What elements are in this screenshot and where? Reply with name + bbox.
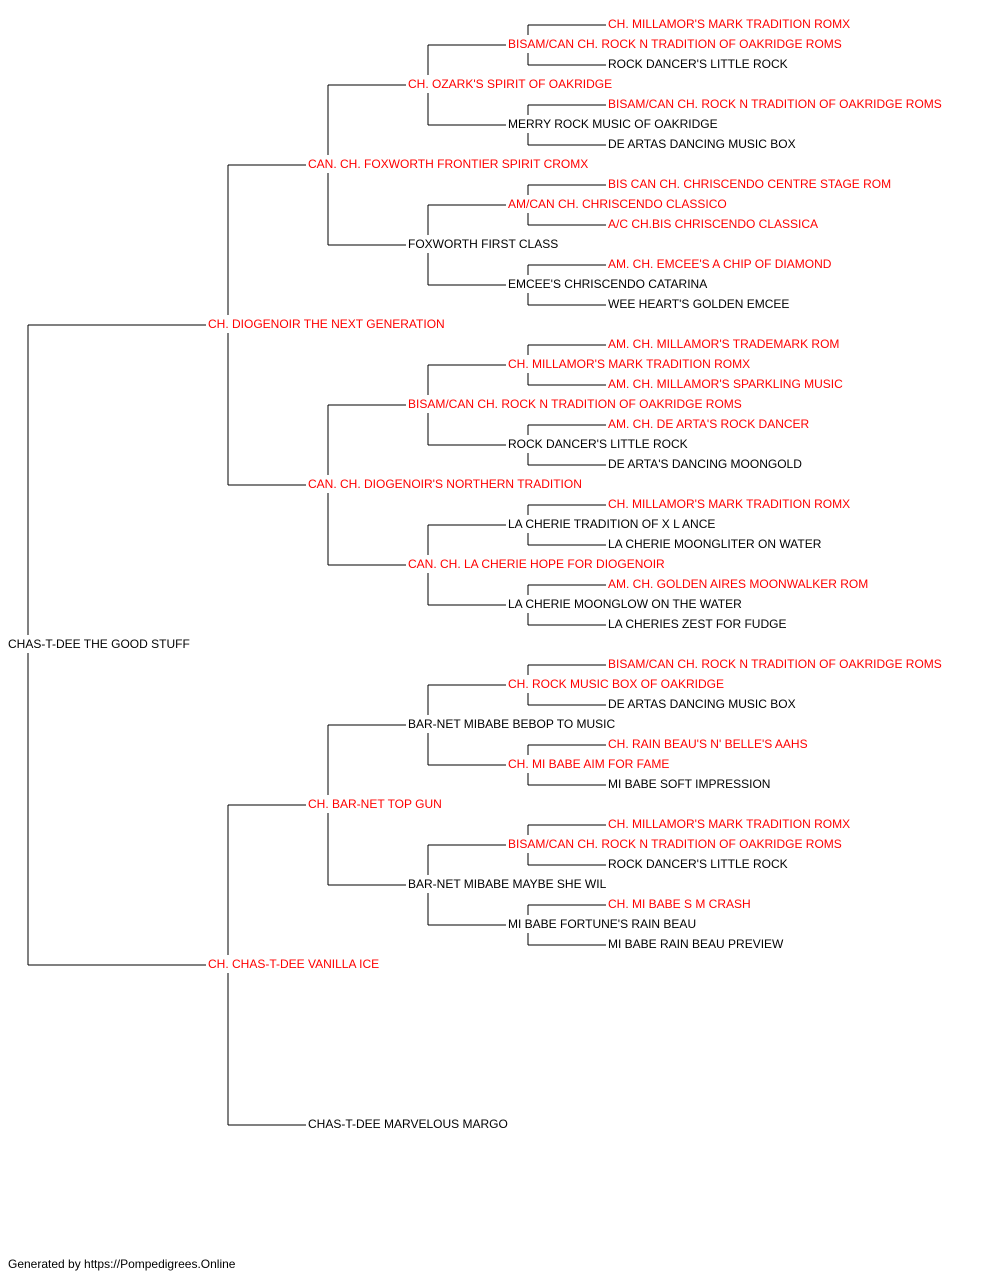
ancestor-name: MERRY ROCK MUSIC OF OAKRIDGE (507, 117, 719, 131)
ancestor-name: EMCEE'S CHRISCENDO CATARINA (507, 277, 709, 291)
ancestor-name: DE ARTA'S DANCING MOONGOLD (607, 457, 803, 471)
ancestor-name: CHAS-T-DEE MARVELOUS MARGO (307, 1117, 509, 1131)
ancestor-name: AM. CH. MILLAMOR'S SPARKLING MUSIC (607, 377, 844, 391)
ancestor-name: CH. MILLAMOR'S MARK TRADITION ROMX (607, 497, 852, 511)
ancestor-name: BISAM/CAN CH. ROCK N TRADITION OF OAKRID… (607, 97, 943, 111)
ancestor-name: AM. CH. MILLAMOR'S TRADEMARK ROM (607, 337, 841, 351)
ancestor-name: CH. RAIN BEAU'S N' BELLE'S AAHS (607, 737, 809, 751)
ancestor-name: CH. BAR-NET TOP GUN (307, 797, 443, 811)
ancestor-name: CAN. CH. DIOGENOIR'S NORTHERN TRADITION (307, 477, 583, 491)
ancestor-name: MI BABE SOFT IMPRESSION (607, 777, 772, 791)
ancestor-name: CH. MILLAMOR'S MARK TRADITION ROMX (607, 17, 852, 31)
ancestor-name: MI BABE RAIN BEAU PREVIEW (607, 937, 785, 951)
ancestor-name: CH. MI BABE S M CRASH (607, 897, 752, 911)
ancestor-name: BISAM/CAN CH. ROCK N TRADITION OF OAKRID… (507, 37, 843, 51)
ancestor-name: WEE HEART'S GOLDEN EMCEE (607, 297, 791, 311)
ancestor-name: CH. OZARK'S SPIRIT OF OAKRIDGE (407, 77, 614, 91)
subject-dog-name: CHAS-T-DEE THE GOOD STUFF (7, 637, 191, 651)
ancestor-name: AM. CH. DE ARTA'S ROCK DANCER (607, 417, 811, 431)
ancestor-name: CH. DIOGENOIR THE NEXT GENERATION (207, 317, 446, 331)
ancestor-name: ROCK DANCER'S LITTLE ROCK (507, 437, 689, 451)
ancestor-name: AM. CH. GOLDEN AIRES MOONWALKER ROM (607, 577, 870, 591)
ancestor-name: BAR-NET MIBABE BEBOP TO MUSIC (407, 717, 617, 731)
ancestor-name: DE ARTAS DANCING MUSIC BOX (607, 137, 797, 151)
ancestor-name: BIS CAN CH. CHRISCENDO CENTRE STAGE ROM (607, 177, 893, 191)
footer-credit: Generated by https://Pompedigrees.Online (8, 1257, 236, 1271)
ancestor-name: CH. ROCK MUSIC BOX OF OAKRIDGE (507, 677, 726, 691)
ancestor-name: LA CHERIES ZEST FOR FUDGE (607, 617, 788, 631)
ancestor-name: BAR-NET MIBABE MAYBE SHE WIL (407, 877, 608, 891)
ancestor-name: A/C CH.BIS CHRISCENDO CLASSICA (607, 217, 820, 231)
ancestor-name: CH. MILLAMOR'S MARK TRADITION ROMX (607, 817, 852, 831)
ancestor-name: BISAM/CAN CH. ROCK N TRADITION OF OAKRID… (607, 657, 943, 671)
ancestor-name: ROCK DANCER'S LITTLE ROCK (607, 57, 789, 71)
ancestor-name: LA CHERIE TRADITION OF X L ANCE (507, 517, 717, 531)
ancestor-name: CAN. CH. FOXWORTH FRONTIER SPIRIT CROMX (307, 157, 590, 171)
ancestor-name: AM/CAN CH. CHRISCENDO CLASSICO (507, 197, 728, 211)
ancestor-name: ROCK DANCER'S LITTLE ROCK (607, 857, 789, 871)
ancestor-name: CAN. CH. LA CHERIE HOPE FOR DIOGENOIR (407, 557, 666, 571)
ancestor-name: DE ARTAS DANCING MUSIC BOX (607, 697, 797, 711)
ancestor-name: AM. CH. EMCEE'S A CHIP OF DIAMOND (607, 257, 833, 271)
ancestor-name: CH. MI BABE AIM FOR FAME (507, 757, 671, 771)
ancestor-name: LA CHERIE MOONGLITER ON WATER (607, 537, 823, 551)
ancestor-name: FOXWORTH FIRST CLASS (407, 237, 560, 251)
ancestor-name: MI BABE FORTUNE'S RAIN BEAU (507, 917, 698, 931)
ancestor-name: BISAM/CAN CH. ROCK N TRADITION OF OAKRID… (407, 397, 743, 411)
ancestor-name: CH. MILLAMOR'S MARK TRADITION ROMX (507, 357, 752, 371)
ancestor-name: LA CHERIE MOONGLOW ON THE WATER (507, 597, 743, 611)
ancestor-name: BISAM/CAN CH. ROCK N TRADITION OF OAKRID… (507, 837, 843, 851)
ancestor-name: CH. CHAS-T-DEE VANILLA ICE (207, 957, 381, 971)
